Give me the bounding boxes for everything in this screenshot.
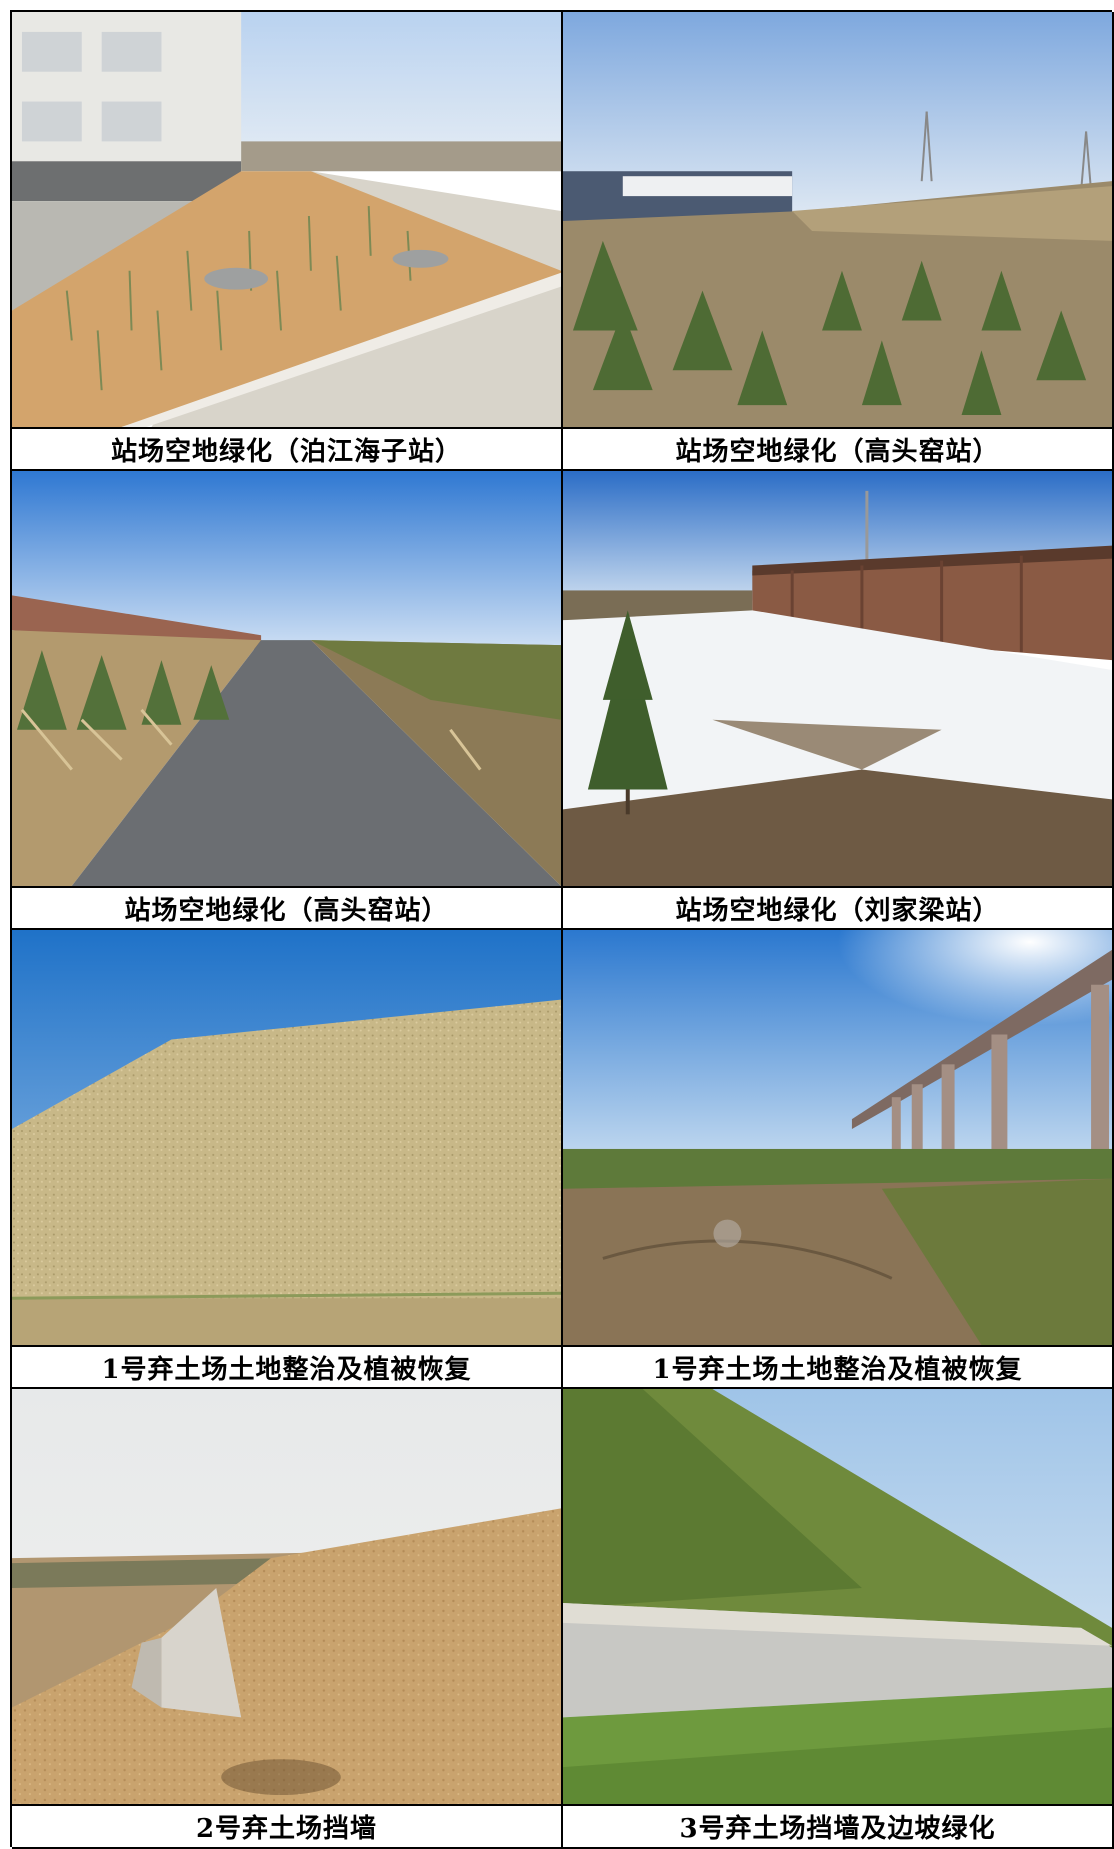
photo-cell-8 xyxy=(563,1389,1114,1806)
photo-cell-1 xyxy=(12,12,563,429)
photo-station-greening-gaotouyao-2 xyxy=(12,471,561,886)
photo-spoil-site-1-viaduct xyxy=(563,930,1112,1345)
photo-caption-5: 1号弃土场土地整治及植被恢复 xyxy=(12,1347,563,1389)
photo-caption-8: 3号弃土场挡墙及边坡绿化 xyxy=(563,1806,1114,1849)
photo-spoil-site-2-retaining-wall xyxy=(12,1389,561,1804)
photo-cell-2 xyxy=(563,12,1114,429)
photo-station-greening-bojianghaizi xyxy=(12,12,561,427)
photo-station-greening-gaotouyao-1 xyxy=(563,12,1112,427)
photo-cell-5 xyxy=(12,930,563,1347)
photo-caption-7: 2号弃土场挡墙 xyxy=(12,1806,563,1849)
photo-spoil-site-1-slope xyxy=(12,930,561,1345)
photo-grid: 站场空地绿化（泊江海子站） 站场空地绿化（高头窑站） xyxy=(10,10,1114,1849)
photo-cell-4 xyxy=(563,471,1114,888)
photo-caption-6: 1号弃土场土地整治及植被恢复 xyxy=(563,1347,1114,1389)
photo-cell-6 xyxy=(563,930,1114,1347)
photo-station-greening-liujialiang xyxy=(563,471,1112,886)
photo-caption-1: 站场空地绿化（泊江海子站） xyxy=(12,429,563,471)
photo-cell-7 xyxy=(12,1389,563,1806)
photo-cell-3 xyxy=(12,471,563,888)
photo-caption-2: 站场空地绿化（高头窑站） xyxy=(563,429,1114,471)
photo-caption-4: 站场空地绿化（刘家梁站） xyxy=(563,888,1114,930)
photo-caption-3: 站场空地绿化（高头窑站） xyxy=(12,888,563,930)
photo-spoil-site-3-wall-slope xyxy=(563,1389,1112,1804)
